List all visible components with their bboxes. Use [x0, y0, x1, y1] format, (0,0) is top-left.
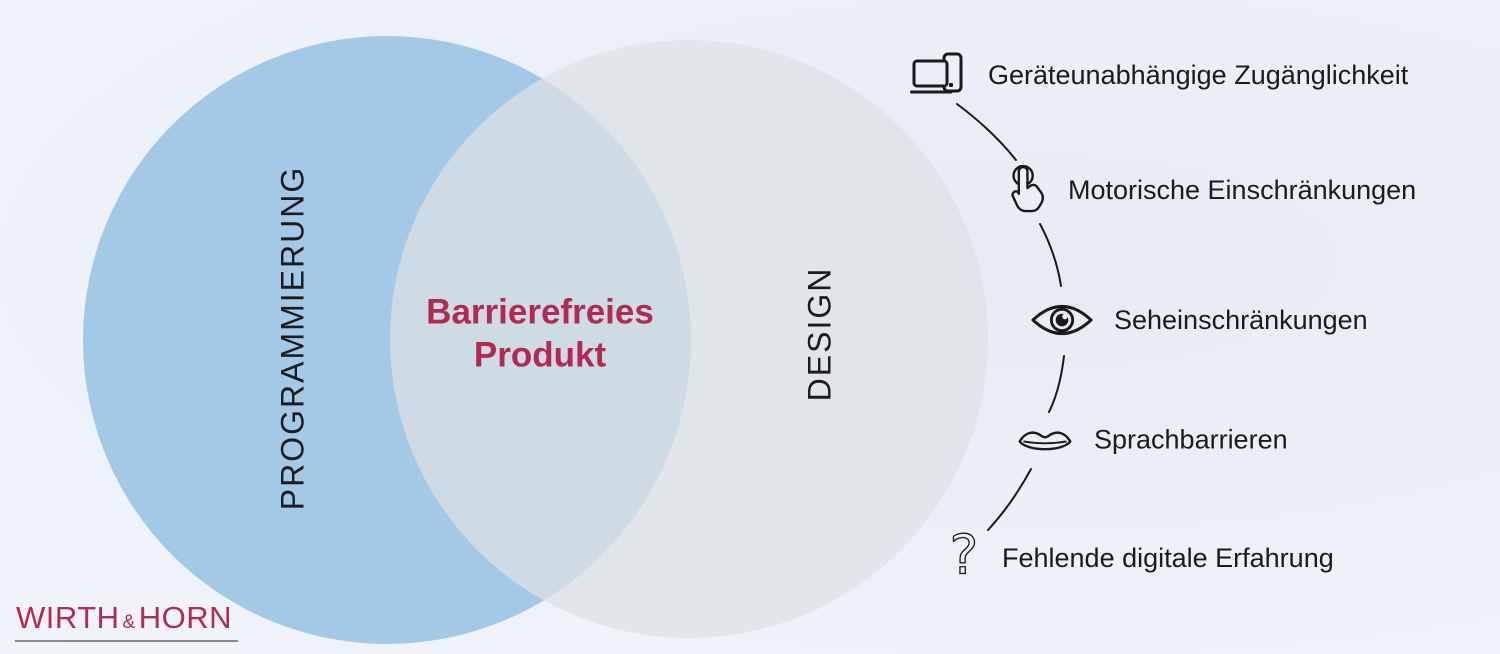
logo-part2: HORN — [138, 600, 232, 635]
devices-icon — [910, 51, 968, 99]
center-label-line2: Produkt — [473, 336, 607, 375]
venn-center-label: Barrierefreies Produkt — [426, 291, 654, 378]
barrier-label: Fehlende digitale Erfahrung — [1002, 542, 1334, 573]
barrier-label: Sprachbarrieren — [1094, 424, 1288, 455]
venn-label-programming: PROGRAMMIERUNG — [274, 165, 311, 511]
lips-icon — [1016, 425, 1074, 455]
question-mark-icon: ? — [946, 531, 982, 585]
venn-circle-design — [390, 40, 988, 638]
svg-text:?: ? — [950, 531, 979, 585]
venn-label-design: DESIGN — [801, 266, 838, 402]
barrier-label: Geräteunabhängige Zugänglichkeit — [988, 59, 1409, 90]
wirth-horn-logo: WIRTH&HORN — [15, 600, 238, 642]
barrier-item-missing-digital-experience: ? Fehlende digitale Erfahrung — [946, 531, 1334, 585]
logo-ampersand: & — [122, 612, 136, 633]
eye-icon — [1030, 301, 1094, 339]
barrier-label: Seheinschränkungen — [1114, 304, 1368, 335]
center-label-line1: Barrierefreies — [426, 292, 654, 332]
logo-part1: WIRTH — [16, 600, 120, 635]
tap-gesture-icon — [1004, 162, 1048, 218]
barrier-item-motor-impairments: Motorische Einschränkungen — [1004, 162, 1416, 218]
barrier-label: Motorische Einschränkungen — [1068, 174, 1417, 205]
barrier-item-language-barriers: Sprachbarrieren — [1016, 425, 1288, 456]
barrier-item-visual-impairments: Seheinschränkungen — [1030, 301, 1368, 339]
barrier-item-device-independence: Geräteunabhängige Zugänglichkeit — [910, 51, 1408, 99]
